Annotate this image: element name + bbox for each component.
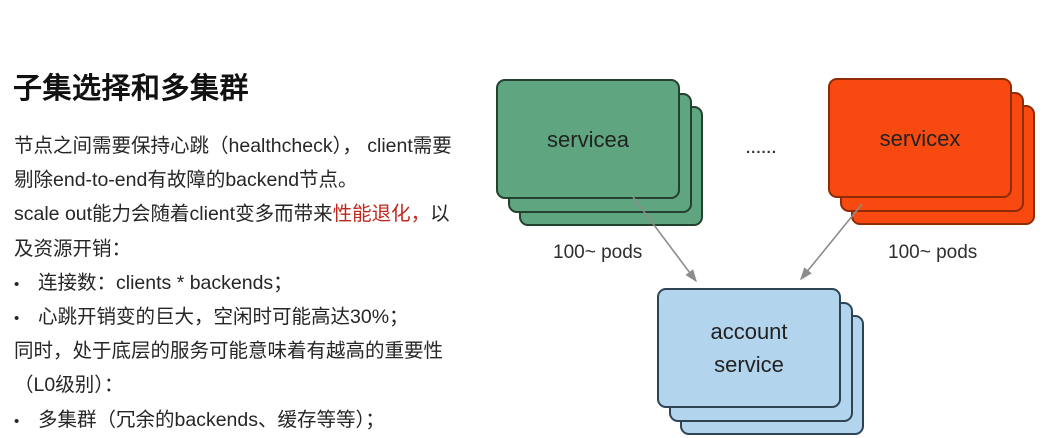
text-line-6-text: （L0级别）： [14, 374, 124, 397]
text-line-4-text: 及资源开销： [14, 237, 132, 260]
servicea-pods-label: 100~ pods [553, 242, 643, 263]
text-line-2: 剔除end-to-end有故障的backend节点。 [14, 163, 494, 197]
text-line-1-text: 节点之间需要保持心跳（healthcheck）， client需要 [14, 135, 452, 157]
bullet-line-2: • 心跳开销变的巨大，空闲时可能高达30%； [14, 300, 494, 334]
bullet-line-1: • 连接数：clients * backends； [14, 266, 494, 300]
text-line-2-text: 剔除end-to-end有故障的backend节点。 [14, 169, 358, 192]
servicex-stack: servicex [828, 78, 1035, 225]
text-line-3-pre: scale out能力会随着client变多而带来 [14, 203, 333, 226]
bullet-line-3: • 多集群（冗余的backends、缓存等等）； [14, 403, 494, 437]
body-text: 节点之间需要保持心跳（healthcheck）， client需要 剔除end-… [14, 129, 494, 437]
text-line-6: （L0级别）： [14, 368, 494, 402]
bullet-1-text: 连接数：clients * backends； [38, 271, 293, 294]
bullet-3-text: 多集群（冗余的backends、缓存等等）； [38, 408, 385, 431]
text-line-5-text: 同时，处于底层的服务可能意味着有越高的重要性 [14, 340, 444, 363]
text-line-3-post: 以 [430, 203, 450, 226]
servicea-card: servicea [496, 79, 680, 199]
ellipsis-label: ...... [746, 140, 778, 157]
text-line-3: scale out能力会随着client变多而带来性能退化，以 [14, 197, 494, 231]
bullet-icon: • [14, 309, 20, 327]
page-title: 子集选择和多集群 [13, 73, 250, 106]
text-line-5: 同时，处于底层的服务可能意味着有越高的重要性 [14, 334, 494, 368]
account-service-stack: account service [657, 288, 864, 435]
bullet-2-text: 心跳开销变的巨大，空闲时可能高达30%； [38, 305, 409, 328]
highlighted-text: 性能退化， [332, 203, 431, 226]
bullet-icon: • [14, 412, 20, 430]
servicea-stack: servicea [496, 79, 703, 226]
account-service-card: account service [657, 288, 841, 408]
account-label-line2: service [714, 352, 784, 377]
servicex-label: servicex [879, 125, 961, 151]
servicex-pods-label: 100~ pods [888, 242, 978, 263]
text-line-4: 及资源开销： [14, 232, 494, 266]
bullet-icon: • [14, 275, 20, 293]
servicea-label: servicea [547, 126, 629, 152]
servicex-card: servicex [828, 78, 1012, 198]
text-line-1: 节点之间需要保持心跳（healthcheck）， client需要 [14, 129, 494, 163]
account-label-line1: account [710, 319, 788, 344]
